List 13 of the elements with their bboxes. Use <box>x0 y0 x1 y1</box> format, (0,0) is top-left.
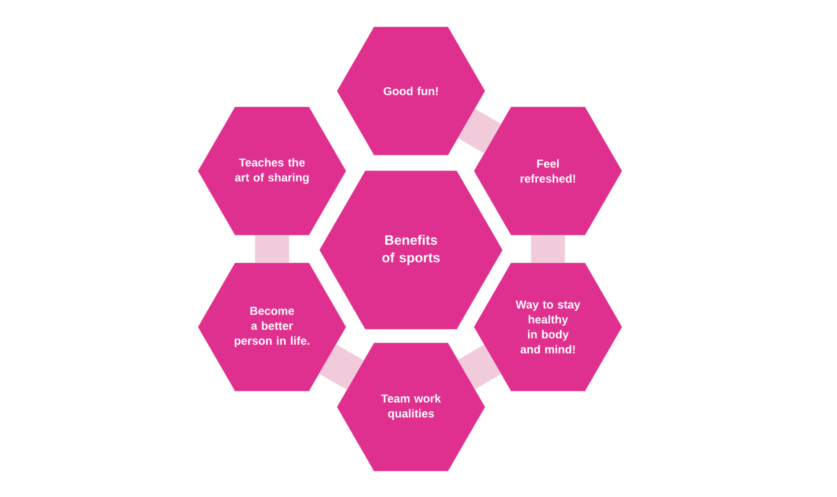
connector-band <box>458 344 502 390</box>
connector-band <box>255 235 290 263</box>
hexagon: Teaches the art of sharing <box>198 106 346 236</box>
hexagon: Team work qualities <box>337 342 485 472</box>
hexagon: Way to stay healthy in body and mind! <box>474 262 622 392</box>
hexagon: Benefits of sports <box>320 170 502 330</box>
hexagon: Become a better person in life. <box>198 262 346 392</box>
node-label: Benefits of sports <box>382 234 440 266</box>
hexagon: Good fun! <box>337 26 485 156</box>
connector-band <box>531 235 565 263</box>
connector-band <box>458 108 502 154</box>
hexagon: Feel refreshed! <box>474 106 622 236</box>
connector-band <box>319 344 364 390</box>
